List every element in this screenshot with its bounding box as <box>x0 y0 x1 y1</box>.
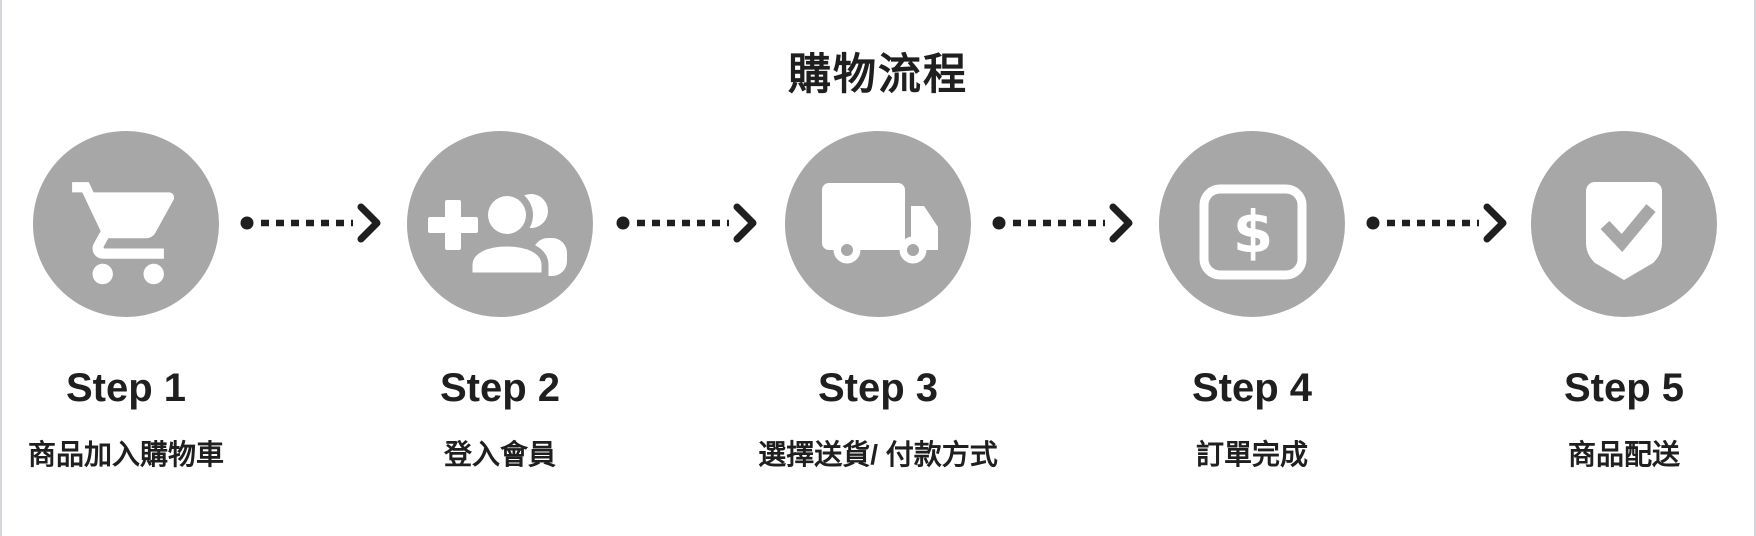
step-caption: 選擇送貨/ 付款方式 <box>758 439 998 470</box>
svg-text:$: $ <box>1233 198 1273 266</box>
dotted-arrow-connector <box>992 203 1133 243</box>
dotted-arrow-connector <box>616 203 757 243</box>
step-label: Step 4 <box>1191 366 1313 410</box>
step-caption: 登入會員 <box>443 439 557 470</box>
page-title: 購物流程 <box>788 51 968 99</box>
step-caption: 訂單完成 <box>1195 439 1309 470</box>
payment-icon: $ <box>1159 131 1345 317</box>
shopping-cart-icon <box>33 131 219 317</box>
step-3: Step 3 選擇送貨/ 付款方式 <box>758 0 998 536</box>
shield-check-icon <box>1531 131 1717 317</box>
step-caption: 商品配送 <box>1567 439 1681 470</box>
dotted-arrow-connector <box>1366 203 1507 243</box>
step-4: $ Step 4 訂單完成 <box>1159 0 1345 536</box>
delivery-truck-icon <box>785 131 971 317</box>
step-caption: 商品加入購物車 <box>27 439 225 470</box>
step-label: Step 2 <box>439 366 561 410</box>
add-user-icon <box>407 131 593 317</box>
step-label: Step 1 <box>65 366 187 410</box>
step-1: Step 1 商品加入購物車 <box>28 0 224 536</box>
dotted-arrow-connector <box>240 203 381 243</box>
step-label: Step 5 <box>1563 366 1685 410</box>
step-2: Step 2 登入會員 <box>407 0 593 536</box>
step-label: Step 3 <box>817 366 939 410</box>
step-5: Step 5 商品配送 <box>1531 0 1717 536</box>
